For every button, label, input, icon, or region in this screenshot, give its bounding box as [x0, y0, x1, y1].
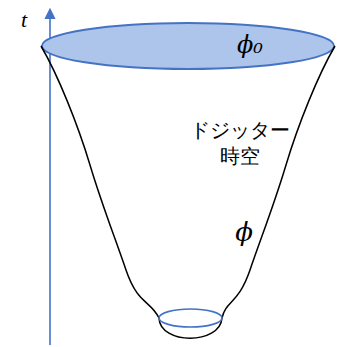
boundary-field-symbol: ϕ₀: [237, 30, 263, 61]
boundary-ellipse: ϕ₀: [41, 22, 335, 70]
ellipse-outline: [41, 22, 335, 70]
field-symbol: ϕ: [235, 216, 253, 250]
axis-label: t: [21, 6, 27, 35]
region-label: ドジッター 時空: [184, 117, 296, 169]
bottom-ellipse: [159, 309, 222, 327]
top-ellipse: [42, 23, 334, 69]
funnel-wall: [41, 46, 335, 338]
